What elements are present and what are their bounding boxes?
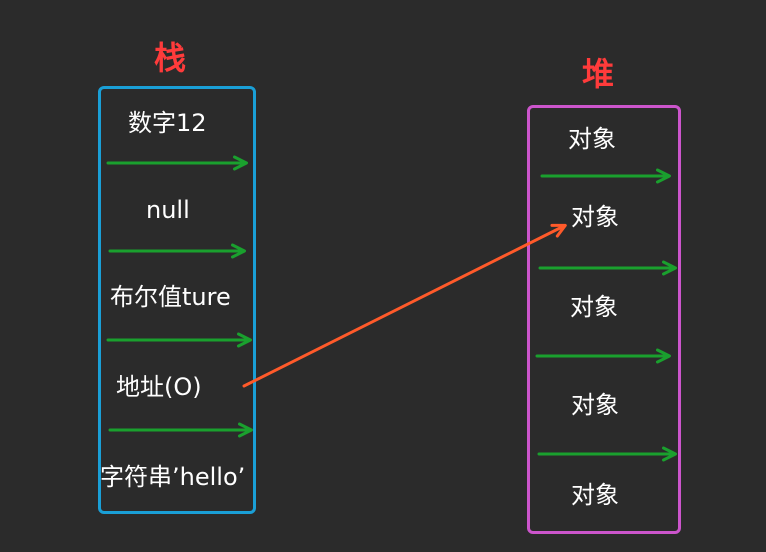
stack-item-number: 数字12 <box>128 109 207 137</box>
heap-item-object-1: 对象 <box>568 125 616 153</box>
reference-arrow <box>242 223 567 388</box>
heap-item-object-3: 对象 <box>570 293 618 321</box>
heap-item-object-4: 对象 <box>571 391 619 419</box>
heap-item-object-2: 对象 <box>571 203 619 231</box>
heap-title: 堆 <box>582 55 615 93</box>
stack-title: 栈 <box>154 39 187 77</box>
stack-item-boolean: 布尔值ture <box>110 283 231 311</box>
heap-item-object-5: 对象 <box>571 481 619 509</box>
stack-item-address: 地址(O) <box>116 373 202 401</box>
stack-item-string: 字符串’hello’ <box>100 463 246 491</box>
stack-item-null: null <box>146 196 190 224</box>
